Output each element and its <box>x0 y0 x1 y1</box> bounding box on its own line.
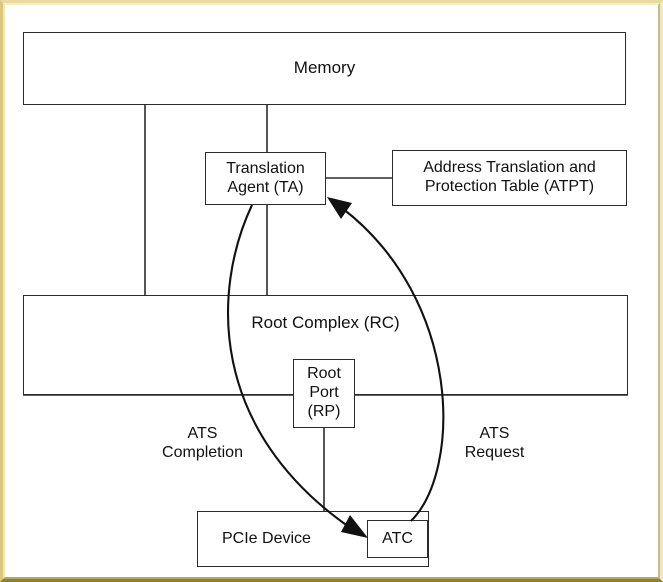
node-atc-label: ATC <box>382 529 413 547</box>
node-atc: ATC <box>367 520 428 558</box>
node-root-port-label: Root Port (RP) <box>307 365 341 420</box>
node-memory-label: Memory <box>293 58 356 78</box>
node-root-complex-label: Root Complex (RC) <box>251 313 400 332</box>
node-translation-agent: Translation Agent (TA) <box>205 152 326 205</box>
arrow-ats-request-head <box>327 197 352 219</box>
label-ats-request: ATS Request <box>464 425 525 462</box>
node-translation-agent-label: Translation Agent (TA) <box>226 159 305 196</box>
node-atpt-label: Address Translation and Protection Table… <box>423 159 596 195</box>
node-root-port: Root Port (RP) <box>293 359 355 428</box>
node-atpt: Address Translation and Protection Table… <box>392 150 627 206</box>
label-ats-completion: ATS Completion <box>162 425 243 462</box>
node-pcie-device-label: PCIe Device <box>222 529 311 547</box>
node-memory: Memory <box>23 32 626 105</box>
